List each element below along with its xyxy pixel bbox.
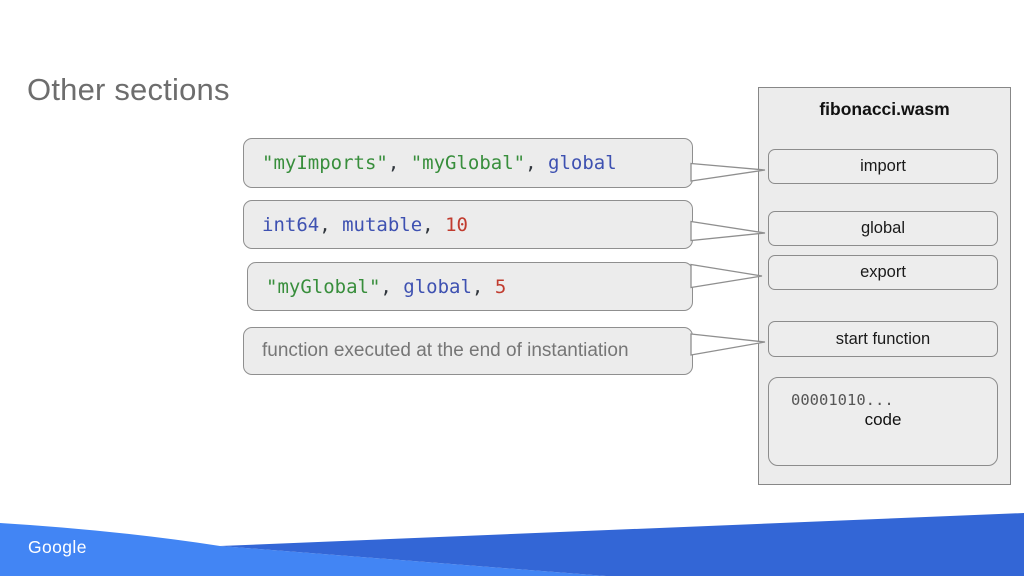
- page-title: Other sections: [27, 72, 230, 107]
- code-token-string: "myGlobal": [410, 152, 526, 174]
- callout-tail-to-global: [690, 220, 766, 242]
- code-token-punctuation: ,: [387, 152, 411, 174]
- wasm-file-title: fibonacci.wasm: [819, 99, 950, 119]
- footer-dark-blue-shape: [220, 513, 1024, 576]
- code-token-keyword: global: [403, 275, 472, 298]
- code-bytes-text: 00001010...: [791, 391, 894, 409]
- code-token-punctuation: ,: [422, 213, 446, 236]
- code-token-keyword: global: [548, 152, 617, 174]
- wasm-section-global: global: [768, 211, 998, 246]
- callout-tail-to-export: [690, 263, 763, 289]
- code-token-number: 5: [494, 275, 507, 298]
- code-token-string: "myImports": [262, 152, 388, 174]
- callout-start-function-note: function executed at the end of instanti…: [243, 327, 693, 375]
- callout-tail-to-import: [690, 162, 766, 182]
- code-token-string: "myGlobal": [266, 275, 381, 298]
- footer-light-blue-shape: [0, 523, 606, 576]
- callout-tail-to-start-function: [690, 333, 766, 356]
- code-token-punctuation: ,: [319, 213, 343, 236]
- wasm-section-import: import: [768, 149, 998, 184]
- code-token-keyword: mutable: [342, 213, 423, 236]
- callout-import-args: "myImports", "myGlobal", global: [243, 138, 693, 188]
- code-token-punctuation: ,: [471, 275, 495, 298]
- code-token-punctuation: ,: [525, 152, 549, 174]
- wasm-section-code: 00001010... code: [768, 377, 998, 466]
- callout-global-args: int64, mutable, 10: [243, 200, 693, 249]
- code-token-punctuation: ,: [380, 275, 404, 298]
- callout-export-args: "myGlobal", global, 5: [247, 262, 693, 311]
- code-section-label: code: [864, 410, 902, 429]
- google-logo: Google: [28, 537, 87, 557]
- code-token-keyword: int64: [262, 213, 320, 236]
- wasm-section-export: export: [768, 255, 998, 290]
- code-token-number: 10: [445, 213, 468, 236]
- wasm-module-panel: fibonacci.wasm import global export star…: [758, 87, 1011, 485]
- wasm-section-start-function: start function: [768, 321, 998, 357]
